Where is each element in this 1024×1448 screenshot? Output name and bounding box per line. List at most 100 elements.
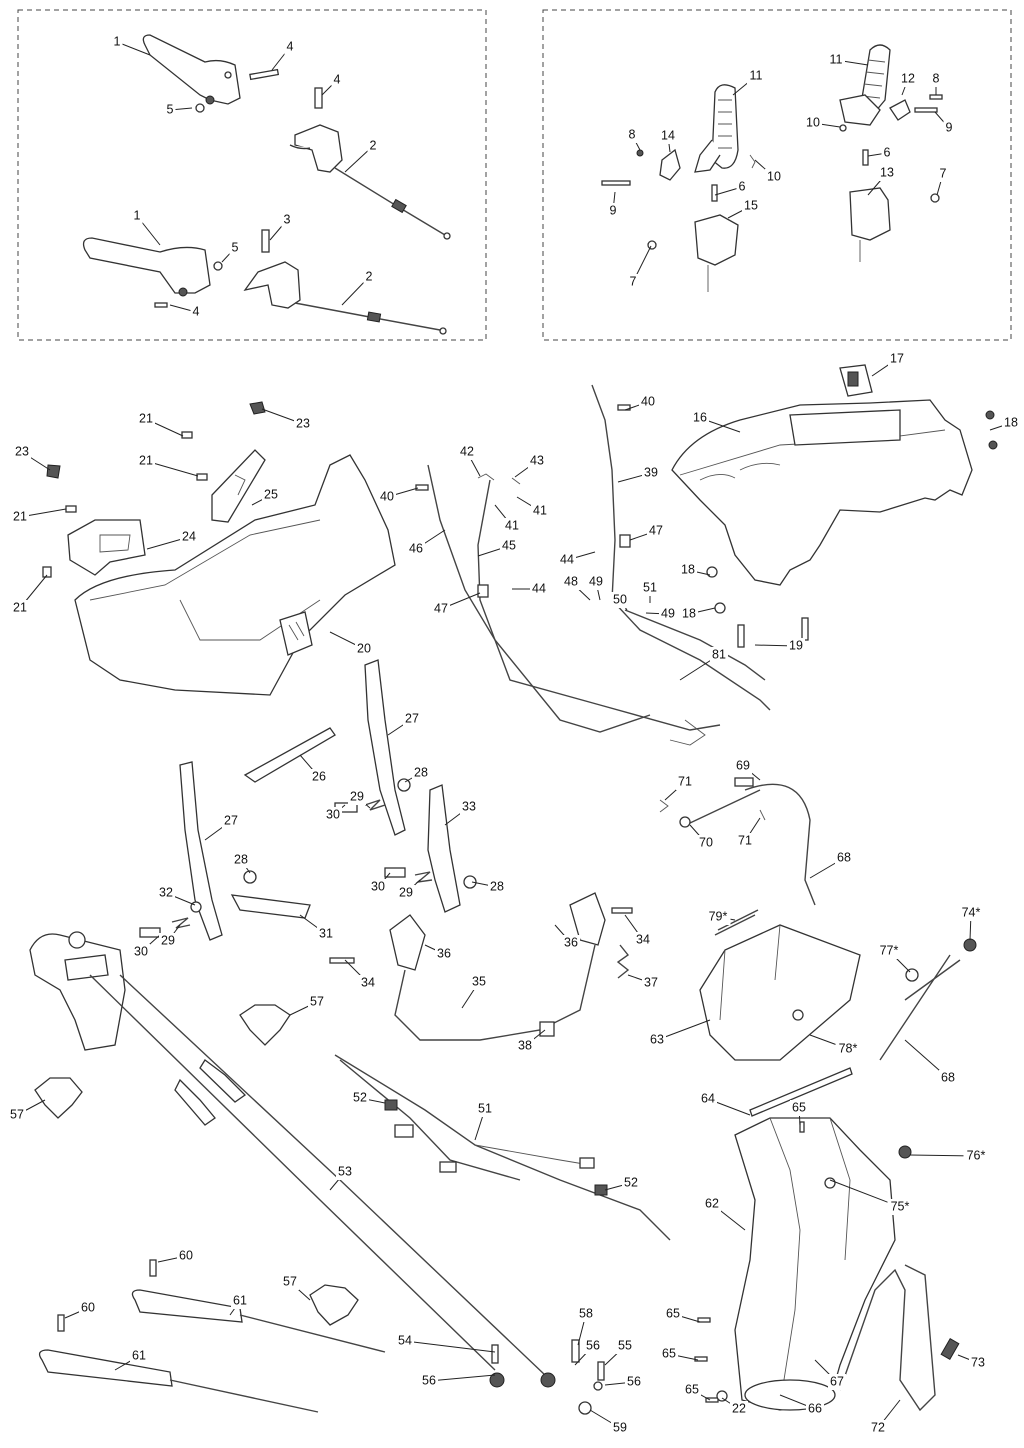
callout-bg-c51 (679, 562, 697, 578)
callout-bg-c21 (937, 166, 949, 182)
knob-73 (940, 1338, 960, 1360)
callout-bg-c114 (584, 1338, 602, 1354)
callout-bg-c32 (294, 416, 312, 432)
clamp-57a (239, 1004, 291, 1046)
callout-label-c84: 30 (134, 944, 148, 958)
screw-21d (42, 566, 52, 578)
cable-35 (394, 944, 596, 1041)
callout-bg-c37 (642, 465, 660, 481)
callout-label-c2: 4 (287, 39, 294, 53)
callout-bg-c93 (516, 1038, 534, 1054)
callout-label-c15: 10 (806, 115, 820, 129)
callout-label-c19: 10 (767, 169, 781, 183)
callout-bg-c8 (229, 240, 241, 256)
right-option-box (542, 9, 1012, 341)
callout-label-c101: 52 (624, 1175, 638, 1189)
handle-grip-lower (82, 237, 211, 297)
callout-label-c12: 11 (830, 52, 843, 66)
callout-label-c33: 23 (15, 444, 29, 458)
rod-72 (839, 1264, 936, 1412)
screw-21c (65, 505, 77, 513)
spring-10b (749, 154, 756, 169)
callout-label-c11: 11 (750, 68, 763, 82)
callout-label-c1: 1 (114, 34, 121, 48)
pin-34b (611, 907, 633, 914)
callout-bg-c45 (407, 541, 425, 557)
clip-38 (539, 1021, 555, 1037)
callout-label-c6: 1 (134, 208, 141, 222)
callout-bg-c7 (281, 212, 293, 228)
callout-bg-c80 (562, 935, 580, 951)
cable-68a (744, 783, 816, 906)
spring-29b (414, 871, 433, 884)
callout-label-c26: 7 (630, 274, 637, 288)
callout-bg-c75 (397, 885, 415, 901)
callout-label-c124: 72 (871, 1420, 885, 1434)
bolt-40b (617, 404, 631, 411)
pin-4c (154, 302, 168, 308)
spring-29c (171, 917, 191, 929)
callout-label-c95: 64 (701, 1091, 715, 1105)
callout-bg-c82 (705, 909, 731, 925)
pin-4b (314, 87, 323, 109)
callout-label-c99: 57 (10, 1107, 24, 1121)
callout-bg-c34 (137, 453, 155, 469)
pin-10a (839, 124, 847, 132)
callout-label-c50: 44 (532, 581, 546, 595)
callout-bg-c90 (308, 994, 326, 1010)
callout-label-c119: 56 (627, 1374, 641, 1388)
callout-bg-c12 (827, 52, 845, 68)
callout-label-c81: 34 (636, 932, 650, 946)
bar-31 (230, 894, 311, 919)
callout-bg-c85 (159, 933, 177, 949)
callout-bg-c98 (476, 1101, 494, 1117)
callout-bg-c122 (806, 1401, 824, 1417)
bolt-40a (415, 484, 429, 491)
callout-label-c16: 9 (946, 120, 953, 134)
callout-label-c41: 41 (533, 503, 547, 517)
callout-label-c67: 29 (350, 789, 364, 803)
screw-60b (57, 1314, 65, 1332)
switch-23b (46, 464, 61, 479)
clip-47a (619, 534, 631, 548)
bolt-30b (384, 867, 406, 878)
callout-bg-c107 (231, 1293, 249, 1309)
callout-bg-c66 (222, 813, 240, 829)
nut-77 (905, 968, 919, 982)
rod-69 (689, 777, 761, 824)
pin-58 (571, 1339, 580, 1363)
callout-label-c115: 55 (618, 1338, 632, 1352)
bolt-18b (706, 566, 726, 614)
callout-bg-c14 (930, 71, 942, 87)
control-lever-lower (243, 261, 301, 309)
callout-label-c45: 46 (409, 541, 423, 555)
callout-bg-c57 (680, 606, 698, 622)
callout-label-c4: 5 (167, 102, 174, 116)
callout-bg-c110 (577, 1306, 595, 1322)
callout-label-c55: 50 (613, 592, 627, 606)
joint-56b (540, 1372, 556, 1388)
callout-label-c13: 12 (901, 71, 915, 85)
callout-label-c86: 77* (880, 943, 899, 957)
callout-bg-c116 (969, 1355, 987, 1371)
callout-label-c88: 37 (644, 975, 658, 989)
bolt-75 (824, 1177, 836, 1189)
handle-61b (38, 1349, 319, 1413)
callout-label-c63: 26 (312, 769, 326, 783)
callout-bg-c89 (470, 974, 488, 990)
callout-label-c69: 33 (462, 799, 476, 813)
callout-label-c17: 8 (629, 127, 636, 141)
callout-bg-c121 (730, 1401, 748, 1417)
rear-housing-16 (671, 399, 973, 586)
callout-bg-c94 (939, 1070, 957, 1086)
washer-59 (578, 1401, 592, 1415)
callout-label-c68: 30 (326, 807, 340, 821)
clamp-57c (309, 1284, 359, 1326)
nut-74 (963, 938, 977, 952)
switch-17 (839, 364, 873, 397)
callout-label-c107: 61 (233, 1293, 247, 1307)
callout-label-c47: 44 (560, 552, 574, 566)
callout-label-c21: 7 (940, 166, 947, 180)
callout-label-c71: 71 (738, 833, 752, 847)
